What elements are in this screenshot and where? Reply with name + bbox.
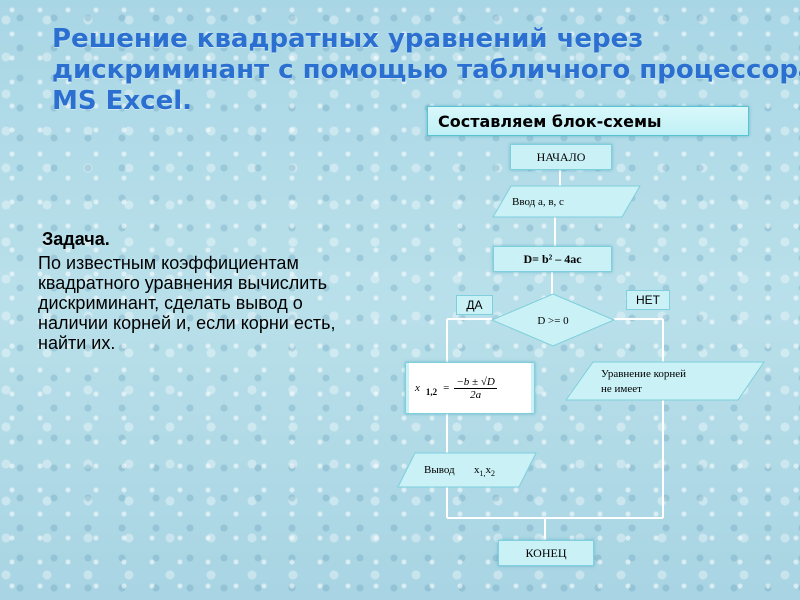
condition-text: D >= 0 [537, 315, 569, 327]
task-heading: Задача. [42, 229, 110, 249]
no-roots-line-1: Уравнение корней [601, 368, 686, 380]
roots-formula: x 1,2 = −b ± √D 2a [409, 363, 531, 413]
output-x1: x [474, 464, 480, 476]
slide-title: Решение квадратных уравнений через дискр… [52, 24, 800, 117]
output-shape [397, 452, 537, 488]
formula-sub: 1,2 [425, 387, 438, 397]
input-shape [492, 185, 641, 218]
no-label: НЕТ [626, 290, 670, 310]
formula-numerator: −b ± √D [454, 375, 497, 389]
roots-formula-block: x 1,2 = −b ± √D 2a [405, 362, 535, 414]
no-roots-line-2: не имеет [601, 383, 642, 395]
title-line-1: Решение квадратных уравнений через [52, 24, 644, 54]
output-sub1: 1, [480, 469, 486, 478]
discriminant-block: D= b² – 4ac [493, 246, 612, 272]
output-x2: x [486, 464, 492, 476]
task-text: По известным коэффициентам квадратного у… [38, 253, 336, 353]
flowchart-header: Составляем блок-схемы [427, 106, 749, 136]
end-block: КОНЕЦ [498, 540, 594, 566]
input-text: Ввод а, в, с [512, 196, 564, 208]
title-line-3: MS Excel. [52, 86, 193, 116]
formula-fraction: −b ± √D 2a [454, 375, 497, 401]
output-label: Вывод [424, 464, 455, 476]
formula-x: x [415, 382, 420, 394]
formula-eq: = [443, 382, 450, 394]
title-line-2: дискриминант с помощью табличного процес… [52, 55, 800, 85]
formula-denominator: 2a [470, 388, 482, 401]
condition-diamond [490, 293, 616, 347]
connector-lines [446, 168, 664, 540]
yes-label: ДА [456, 295, 493, 315]
output-vars: x1,x2 [474, 464, 495, 478]
start-block: НАЧАЛО [510, 144, 612, 170]
output-sub2: 2 [491, 469, 495, 478]
no-roots-shape [565, 361, 765, 401]
